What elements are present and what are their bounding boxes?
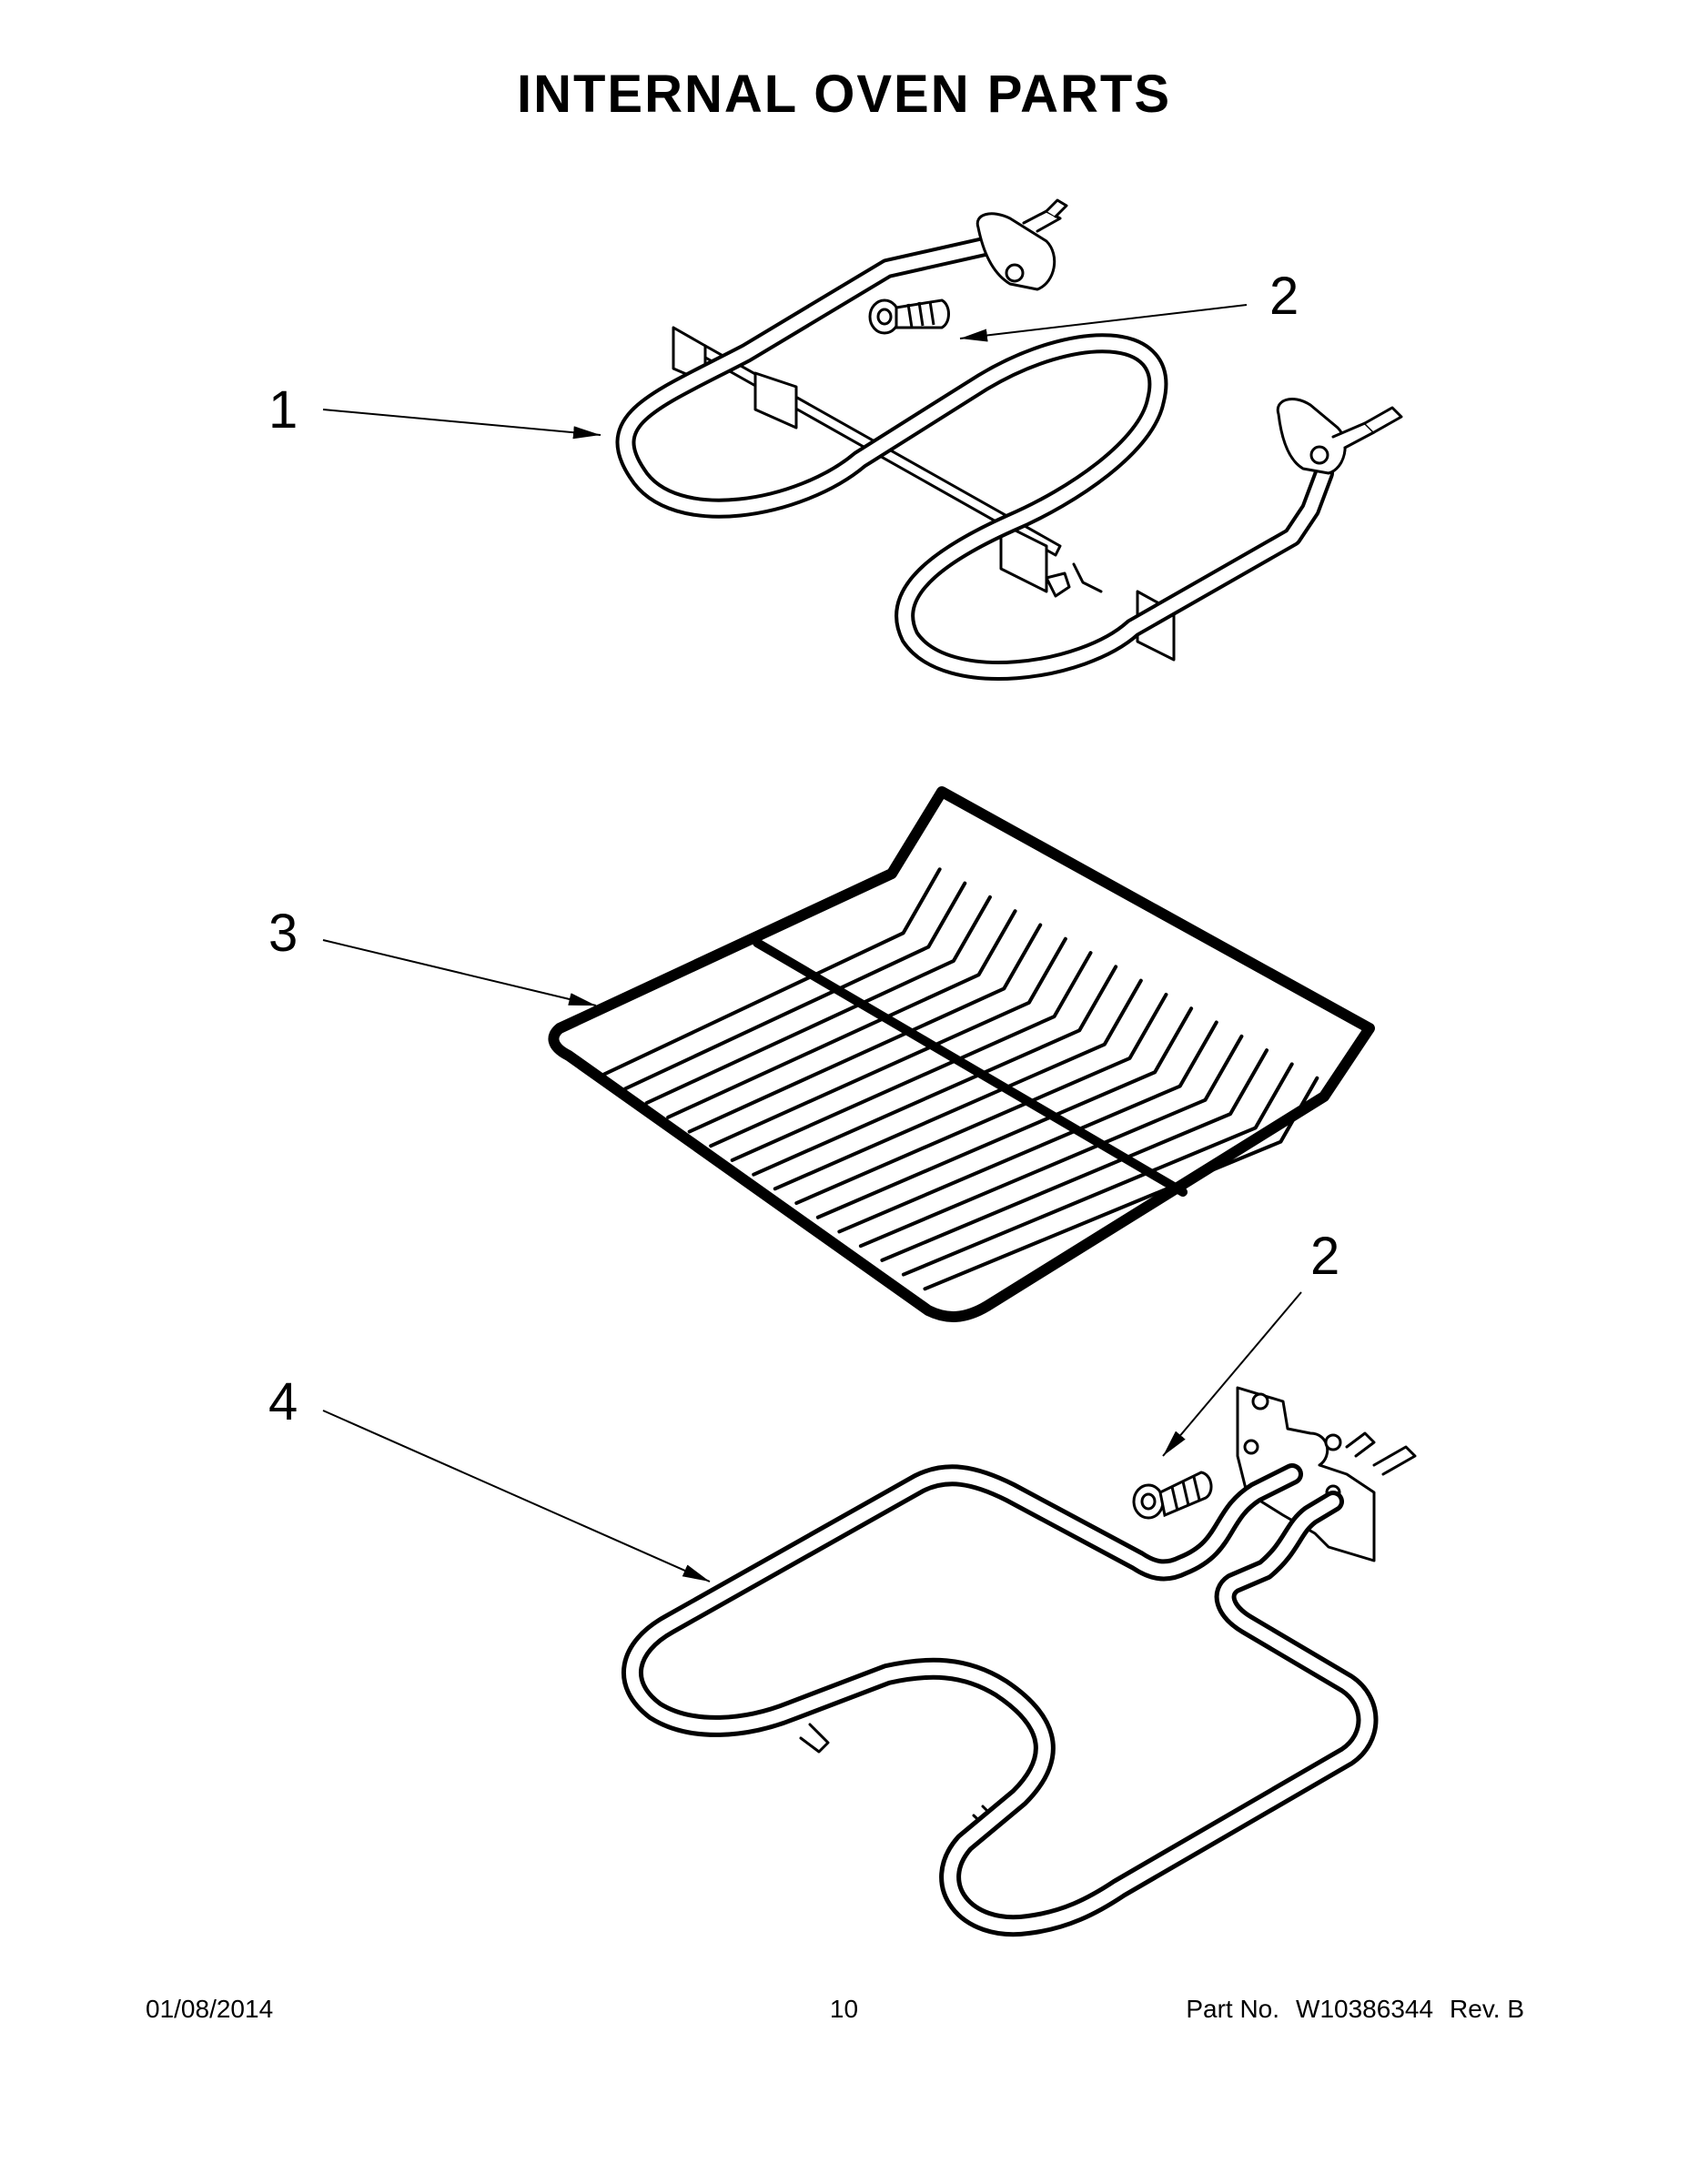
leader-line-2-top bbox=[959, 304, 1248, 342]
callout-4: 4 bbox=[268, 1372, 298, 1431]
rack-wire bbox=[815, 1006, 1194, 1219]
oven-rack-icon bbox=[548, 786, 1375, 1322]
leader-lines bbox=[322, 304, 1302, 1582]
rack-wire bbox=[752, 965, 1118, 1177]
rack-wire bbox=[773, 978, 1143, 1191]
element-terminal-top bbox=[975, 198, 1068, 291]
rack-wires bbox=[601, 867, 1319, 1291]
footer-date: 01/08/2014 bbox=[146, 1995, 274, 2023]
callout-3: 3 bbox=[268, 904, 298, 963]
footer-part-value: W10386344 bbox=[1296, 1995, 1434, 2023]
rack-wire bbox=[687, 923, 1043, 1134]
footer-page-number: 10 bbox=[829, 1995, 859, 2023]
page-title: INTERNAL OVEN PARTS bbox=[516, 65, 1172, 124]
rack-wire bbox=[837, 1020, 1218, 1234]
rack-wire bbox=[858, 1034, 1244, 1249]
element-terminal-right bbox=[1276, 397, 1403, 475]
rack-wire bbox=[730, 951, 1093, 1162]
rack-wire bbox=[601, 867, 942, 1077]
leader-line-1 bbox=[322, 409, 601, 440]
leader-line-2-bottom bbox=[1162, 1291, 1302, 1457]
element-support-bracket bbox=[672, 326, 1176, 662]
callout-1: 1 bbox=[268, 380, 298, 440]
footer-part-label: Part No. bbox=[1186, 1995, 1280, 2023]
footer-part-number: Part No. W10386344 Rev. B bbox=[1169, 1995, 1524, 2024]
rack-outer-frame bbox=[548, 786, 1375, 1322]
leader-line-4 bbox=[322, 1410, 711, 1582]
bake-element-mounting-plate bbox=[1236, 1386, 1417, 1562]
rack-wire bbox=[623, 881, 967, 1091]
rack-wire bbox=[644, 895, 992, 1106]
bake-element-icon bbox=[621, 1386, 1417, 1937]
screw-icon bbox=[868, 298, 950, 335]
rack-cross-bar bbox=[753, 938, 1188, 1197]
element-tube bbox=[615, 234, 1334, 681]
footer-revision: Rev. B bbox=[1450, 1995, 1524, 2023]
rack-wire bbox=[880, 1048, 1269, 1262]
rack-wire bbox=[709, 936, 1067, 1148]
callout-2-top: 2 bbox=[1269, 267, 1299, 326]
rack-wire bbox=[901, 1062, 1294, 1277]
rack-wire bbox=[923, 1076, 1319, 1291]
rack-wire bbox=[794, 992, 1168, 1206]
broil-element-icon bbox=[615, 198, 1403, 681]
leader-line-3 bbox=[322, 939, 597, 1006]
screw-icon-lower bbox=[1132, 1471, 1213, 1520]
bake-element-tube bbox=[621, 1463, 1379, 1937]
callout-2-bottom: 2 bbox=[1310, 1227, 1339, 1286]
rack-wire bbox=[666, 909, 1017, 1119]
